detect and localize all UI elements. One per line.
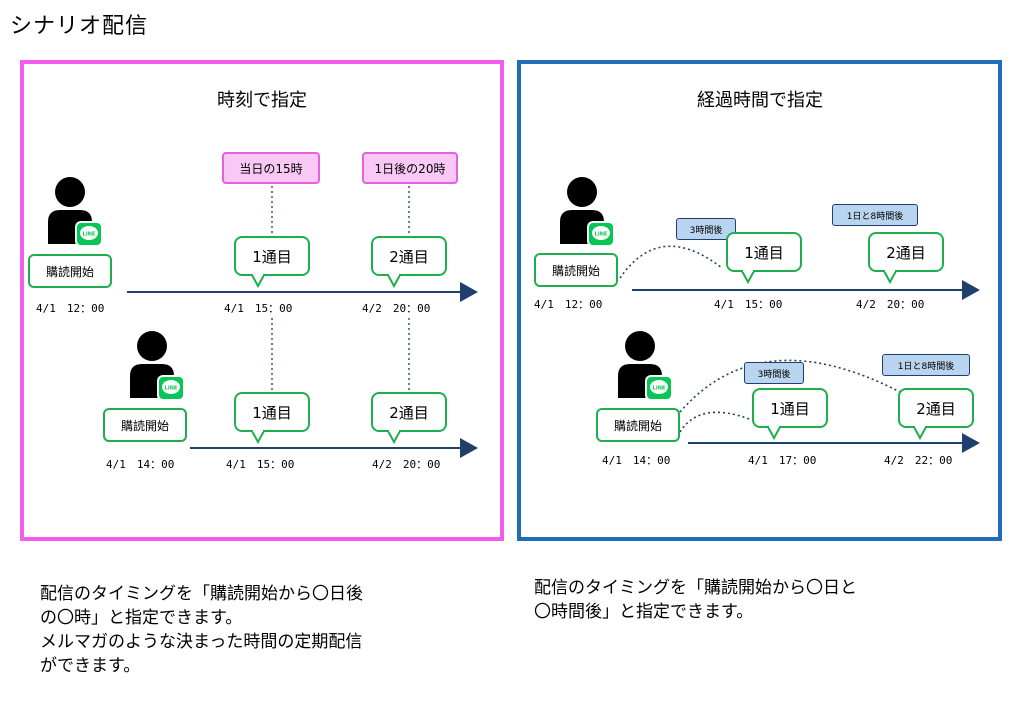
message-bubble-1: 1通目 [752, 388, 828, 428]
message-bubble-2: 2通目 [898, 388, 974, 428]
message-bubble-2: 2通目 [371, 236, 447, 276]
caption-line: 〇時間後」と指定できます。 [534, 602, 754, 622]
panel-time-specified [20, 60, 504, 541]
elapsed-label: 1日と8時間後 [882, 354, 970, 376]
caption-line: の〇時」と指定できます。 [40, 608, 243, 628]
right-caption: 配信のタイミングを「購読開始から〇日と 〇時間後」と指定できます。 [534, 576, 857, 624]
svg-text:LINE: LINE [595, 232, 608, 238]
caption-line: ができます。 [40, 656, 141, 676]
message-bubble-1: 1通目 [234, 392, 310, 432]
delivery-time: 4/1 15：00 [224, 302, 293, 315]
left-panel-title: 時刻で指定 [217, 90, 307, 111]
delivery-time: 4/1 15：00 [226, 458, 295, 471]
delivery-time: 4/2 22：00 [884, 454, 953, 467]
svg-text:LINE: LINE [83, 232, 96, 238]
user-avatar-icon: LINE [556, 176, 616, 247]
message-bubble-1: 1通目 [234, 236, 310, 276]
caption-line: メルマガのような決まった時間の定期配信 [40, 632, 363, 652]
label-same-day-15: 当日の15時 [222, 152, 320, 184]
start-time: 4/1 14：00 [602, 454, 671, 467]
panel-elapsed-specified [517, 60, 1002, 541]
delivery-time: 4/2 20：00 [362, 302, 431, 315]
subscribe-start-box: 購読開始 [534, 253, 618, 287]
elapsed-label: 3時間後 [744, 362, 804, 384]
right-panel-title: 経過時間で指定 [697, 90, 823, 111]
start-time: 4/1 12：00 [36, 302, 105, 315]
subscribe-start-box: 購読開始 [596, 408, 680, 442]
svg-text:LINE: LINE [653, 386, 666, 392]
user-avatar-icon: LINE [614, 330, 674, 401]
delivery-time: 4/1 15：00 [714, 298, 783, 311]
start-time: 4/1 12：00 [534, 298, 603, 311]
page-title: シナリオ配信 [10, 14, 149, 39]
delivery-time: 4/2 20：00 [856, 298, 925, 311]
caption-line: 配信のタイミングを「購読開始から〇日と [534, 578, 857, 598]
subscribe-start-box: 購読開始 [103, 408, 187, 442]
label-next-day-20: 1日後の20時 [362, 152, 458, 184]
elapsed-label: 3時間後 [676, 218, 736, 240]
delivery-time: 4/1 17：00 [748, 454, 817, 467]
delivery-time: 4/2 20：00 [372, 458, 441, 471]
message-bubble-1: 1通目 [726, 232, 802, 272]
message-bubble-2: 2通目 [371, 392, 447, 432]
user-avatar-icon: LINE [126, 330, 186, 401]
subscribe-start-box: 購読開始 [28, 254, 112, 288]
elapsed-curve [679, 359, 901, 413]
elapsed-label: 1日と8時間後 [832, 204, 918, 226]
message-bubble-2: 2通目 [868, 232, 944, 272]
caption-line: 配信のタイミングを「購読開始から〇日後 [40, 584, 363, 604]
svg-text:LINE: LINE [165, 386, 178, 392]
left-caption: 配信のタイミングを「購読開始から〇日後 の〇時」と指定できます。 メルマガのよう… [40, 582, 363, 678]
start-time: 4/1 14：00 [106, 458, 175, 471]
user-avatar-icon: LINE [44, 176, 104, 247]
